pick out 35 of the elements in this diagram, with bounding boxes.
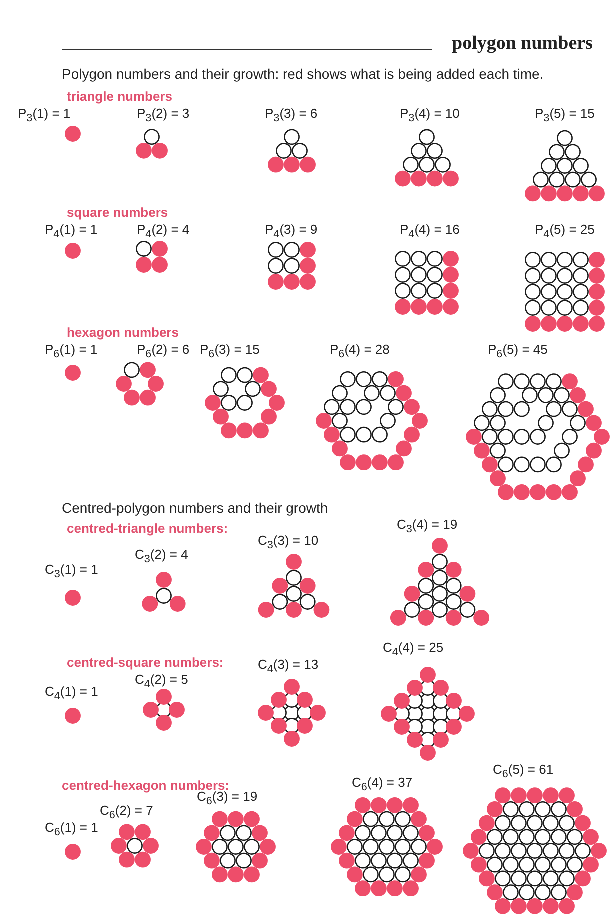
formula-label: C$_{4}$(2) = 5 (135, 672, 188, 693)
formula-label: C$_{4}$(3) = 13 (258, 657, 319, 678)
intro-text: Centred-polygon numbers and their growth (62, 500, 328, 516)
formula-label: C$_{6}$(4) = 37 (352, 775, 413, 796)
formula-label: P$_{4}$(4) = 16 (400, 222, 460, 243)
formula-label: C$_{6}$(2) = 7 (100, 803, 154, 824)
formula-label: P$_{6}$(5) = 45 (488, 342, 548, 363)
formula-label: C$_{3}$(3) = 10 (258, 533, 319, 554)
formula-label: P$_{4}$(2) = 4 (137, 222, 190, 243)
section-heading: hexagon numbers (67, 325, 179, 341)
formula-label: P$_{3}$(3) = 6 (265, 106, 318, 127)
formula-label: P$_{6}$(4) = 28 (330, 342, 390, 363)
formula-label: P$_{3}$(2) = 3 (137, 106, 190, 127)
formula-label: P$_{3}$(1) = 1 (18, 106, 71, 127)
formula-label: P$_{4}$(1) = 1 (45, 222, 98, 243)
formula-label: C$_{4}$(4) = 25 (383, 640, 444, 661)
formula-label: C$_{4}$(1) = 1 (45, 684, 98, 705)
section-heading: square numbers (67, 205, 168, 221)
section-heading: centred-triangle numbers: (67, 521, 228, 537)
formula-label: C$_{3}$(2) = 4 (135, 547, 188, 568)
formula-label: P$_{3}$(5) = 15 (535, 106, 595, 127)
formula-label: P$_{4}$(3) = 9 (265, 222, 318, 243)
formula-label: P$_{4}$(5) = 25 (535, 222, 595, 243)
formula-label: P$_{3}$(4) = 10 (400, 106, 460, 127)
intro-text: Polygon numbers and their growth: red shows what is being added each time. (62, 66, 544, 82)
formula-label: P$_{6}$(2) = 6 (137, 342, 190, 363)
formula-label: P$_{6}$(3) = 15 (200, 342, 260, 363)
formula-label: P$_{6}$(1) = 1 (45, 342, 98, 363)
page-title: polygon numbers (452, 36, 593, 52)
formula-label: C$_{3}$(4) = 19 (397, 517, 458, 538)
section-heading: triangle numbers (67, 89, 172, 105)
formula-label: C$_{6}$(5) = 61 (493, 762, 554, 783)
formula-label: C$_{3}$(1) = 1 (45, 562, 98, 583)
section-heading: centred-square numbers: (67, 655, 224, 671)
formula-label: C$_{6}$(1) = 1 (45, 820, 98, 841)
